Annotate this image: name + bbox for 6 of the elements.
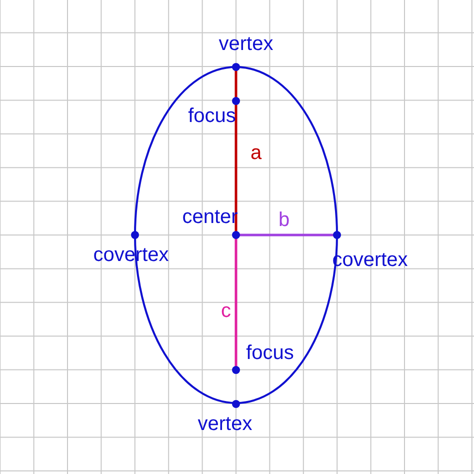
- point-label: vertex: [218, 33, 274, 55]
- point-label: focus: [246, 342, 294, 364]
- segment-label: c: [221, 300, 231, 322]
- point-label: vertex: [198, 413, 252, 435]
- segment-label: a: [250, 142, 262, 164]
- segment-label: b: [278, 209, 290, 231]
